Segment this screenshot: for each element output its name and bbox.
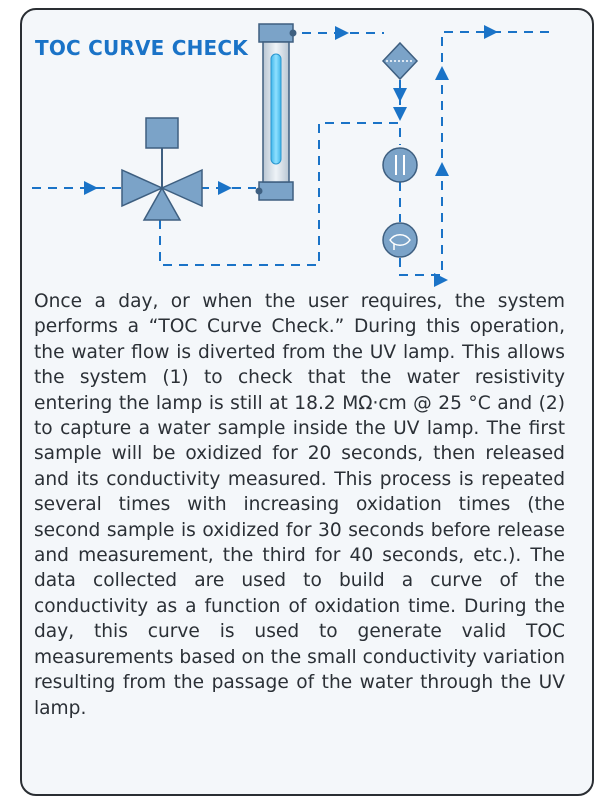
conductivity-cell [382, 147, 418, 183]
arrow-right-icon [335, 26, 349, 40]
uv-lamp-reactor [255, 23, 297, 201]
info-card: TOC CURVE CHECK [20, 8, 594, 796]
arrow-right-icon [84, 181, 98, 195]
arrow-up-icon [435, 162, 449, 176]
double-bar-cell-icon [382, 147, 418, 183]
bypass-line [159, 122, 401, 266]
flow-lines [32, 31, 552, 276]
outlet-line [399, 31, 552, 276]
filter [381, 41, 419, 81]
toc-flow-diagram [32, 23, 552, 287]
arrow-up-icon [435, 66, 449, 80]
card-title: TOC CURVE CHECK [35, 36, 248, 60]
pump [382, 222, 418, 258]
arrow-right-icon [218, 181, 232, 195]
arrow-right-icon [484, 25, 498, 39]
description-paragraph: Once a day, or when the user requires, t… [34, 291, 565, 719]
valve-actuator-icon [145, 117, 179, 149]
flow-arrows [84, 25, 498, 287]
fish-pump-icon [382, 222, 418, 258]
arrow-right-icon [434, 273, 448, 287]
three-way-valve [121, 117, 203, 221]
uv-lamp-icon [270, 53, 282, 165]
arrow-down-icon [393, 88, 407, 102]
arrow-down-icon [393, 107, 407, 121]
